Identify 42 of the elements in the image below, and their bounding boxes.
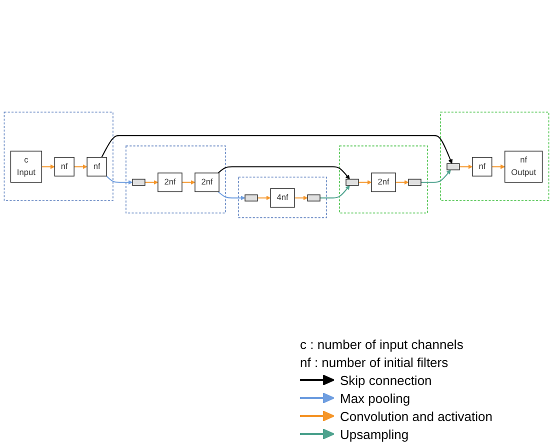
node-box: c Input <box>10 150 42 183</box>
node-bar <box>307 194 320 202</box>
arrow <box>218 191 246 200</box>
arrow <box>358 180 372 185</box>
legend-label: Upsampling <box>340 426 409 442</box>
legend-label: Skip connection <box>340 372 432 388</box>
node-box: 2nf <box>158 172 182 192</box>
node-box: nf <box>472 157 492 177</box>
node-bar <box>346 178 359 186</box>
node-bar <box>446 163 460 170</box>
legend-label: Convolution and activation <box>340 408 492 424</box>
cluster <box>440 112 550 201</box>
arrow <box>492 164 506 170</box>
arrow <box>106 176 133 185</box>
node-box: 4nf <box>270 188 295 208</box>
arrow <box>218 166 350 180</box>
node-bar <box>408 178 422 186</box>
node-bar <box>244 194 258 202</box>
arrow <box>258 196 271 200</box>
arrow <box>42 164 55 170</box>
arrow <box>101 135 452 164</box>
cluster <box>238 176 327 218</box>
arrow <box>182 180 196 185</box>
cluster <box>339 146 428 214</box>
arrow <box>144 180 158 185</box>
arrow <box>74 164 88 170</box>
legend-label: Max pooling <box>340 390 410 406</box>
node-box: nf <box>86 157 107 177</box>
node-box: nf Output <box>504 150 543 183</box>
cluster <box>4 112 114 201</box>
node-bar <box>132 178 146 186</box>
arrow <box>320 185 350 199</box>
arrow <box>396 180 409 185</box>
arrow <box>459 164 473 170</box>
note-text: c : number of input channels <box>300 336 464 352</box>
node-box: nf <box>54 157 74 177</box>
arrow <box>294 196 308 200</box>
cluster <box>126 146 226 214</box>
node-box: 2nf <box>194 172 220 192</box>
node-box: 2nf <box>371 172 396 192</box>
arrow <box>421 170 451 183</box>
note-text: nf : number of initial filters <box>300 354 448 370</box>
